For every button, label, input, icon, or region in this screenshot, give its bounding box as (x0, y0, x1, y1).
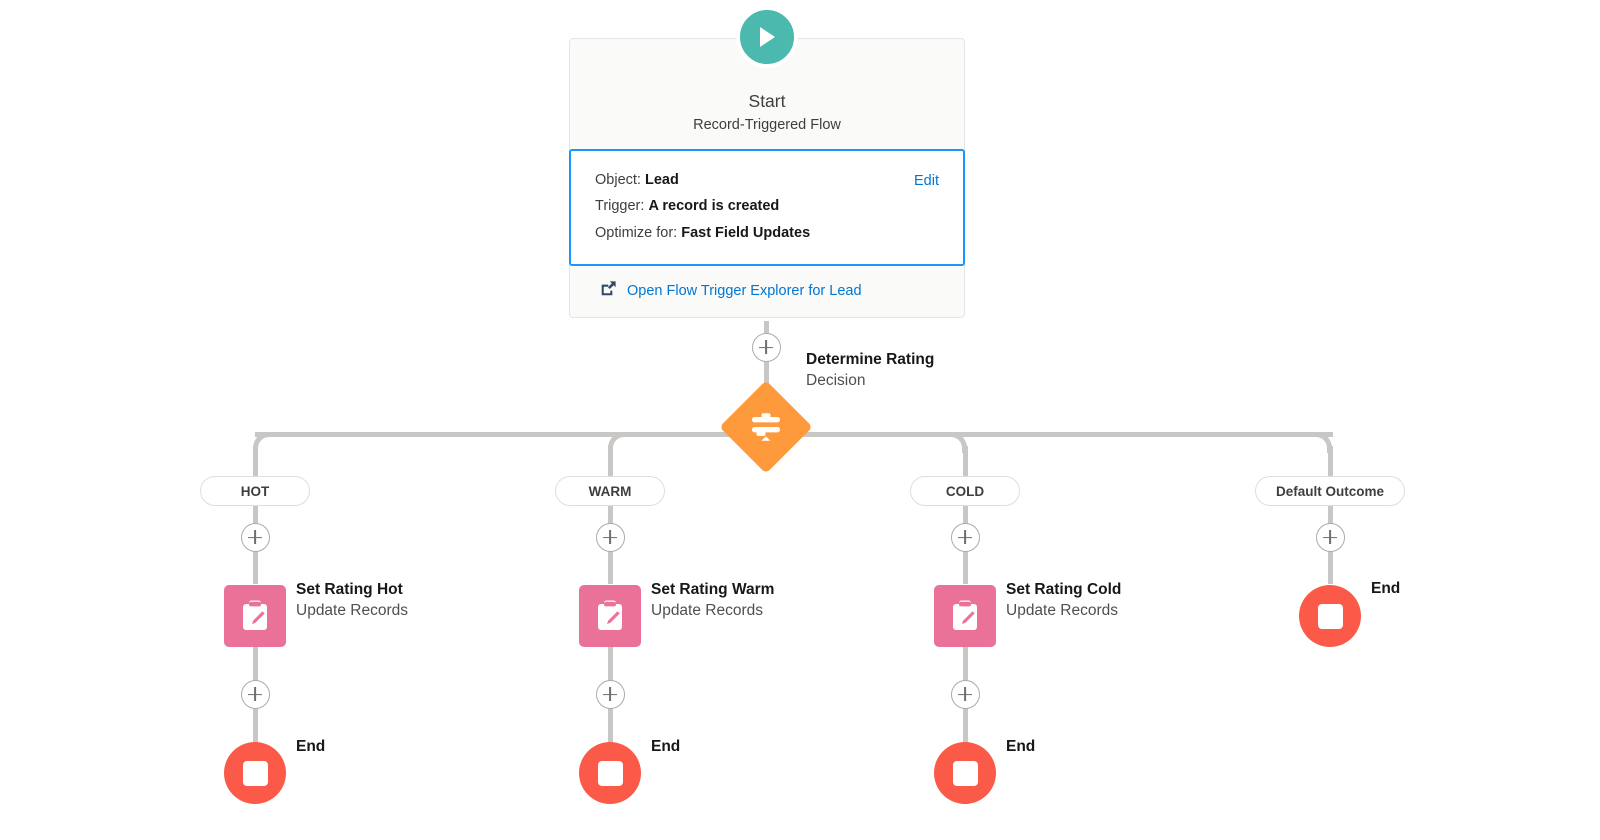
play-icon (736, 6, 798, 68)
branch-elbow-hot (252, 432, 274, 453)
connector-default-to-pill (1327, 446, 1333, 478)
outcome-pill-warm[interactable]: WARM (555, 476, 665, 506)
start-title: Start (748, 91, 786, 111)
branch-elbow-warm (607, 432, 629, 453)
end-node-default[interactable] (1299, 585, 1361, 647)
decision-node-determine-rating[interactable] (719, 380, 813, 474)
stop-icon (1317, 603, 1343, 629)
branch-bus-left (255, 432, 767, 437)
connector-hot-to-pill (252, 446, 258, 478)
edit-link[interactable]: Edit (914, 172, 939, 189)
add-element-button-default[interactable] (1315, 523, 1345, 552)
end-node-warm[interactable] (579, 742, 641, 804)
start-detail-trigger-label: Trigger: (595, 198, 645, 215)
end-node-cold[interactable] (934, 742, 996, 804)
decision-node-label: Determine Rating Decision (806, 350, 934, 392)
start-detail-optimize: Optimize for: Fast Field Updates (595, 220, 939, 247)
start-detail-optimize-label: Optimize for: (595, 224, 678, 241)
end-label-hot: End (296, 738, 326, 755)
external-link-icon (600, 280, 617, 302)
start-detail-trigger: Trigger: A record is created (595, 193, 939, 220)
start-node-card[interactable]: Start Record-Triggered Flow Edit Object:… (569, 6, 965, 319)
start-detail-object-label: Object: (595, 171, 641, 188)
outcome-pill-hot[interactable]: HOT (200, 476, 310, 506)
connector-cold-to-pill (962, 446, 968, 478)
outcome-pill-default[interactable]: Default Outcome (1255, 476, 1405, 506)
end-label-cold: End (1006, 738, 1036, 755)
outcome-pill-cold[interactable]: COLD (910, 476, 1020, 506)
branch-elbow-default (1311, 432, 1332, 453)
decision-filter-icon (752, 413, 780, 441)
update-records-node-set-rating-cold[interactable] (934, 585, 996, 647)
element-type-hot: Update Records (296, 601, 409, 619)
branch-bus-right (765, 432, 1333, 437)
start-subtitle: Record-Triggered Flow (693, 116, 841, 133)
element-name-cold: Set Rating Cold (1006, 581, 1122, 598)
start-detail-object-value: Lead (644, 171, 679, 188)
update-records-node-set-rating-warm[interactable] (579, 585, 641, 647)
decision-node-type: Decision (806, 371, 866, 389)
update-records-icon (598, 600, 622, 630)
add-element-button-cold-end[interactable] (950, 680, 980, 709)
end-label-default: End (1371, 580, 1401, 597)
element-type-warm: Update Records (651, 601, 764, 619)
stop-icon (597, 760, 623, 786)
start-footer[interactable]: Open Flow Trigger Explorer for Lead (570, 266, 964, 317)
update-records-label-hot: Set Rating Hot Update Records (296, 580, 408, 622)
element-name-warm: Set Rating Warm (651, 581, 775, 598)
update-records-label-cold: Set Rating Cold Update Records (1006, 580, 1121, 622)
start-detail-object: Object: Lead (595, 167, 939, 194)
decision-node-name: Determine Rating (806, 351, 935, 368)
stop-icon (242, 760, 268, 786)
end-label-warm: End (651, 738, 681, 755)
start-detail-optimize-value: Fast Field Updates (681, 224, 811, 241)
element-type-cold: Update Records (1006, 601, 1119, 619)
add-element-button-warm[interactable] (595, 523, 625, 552)
add-element-button-warm-end[interactable] (595, 680, 625, 709)
update-records-node-set-rating-hot[interactable] (224, 585, 286, 647)
branch-elbow-cold (946, 432, 967, 453)
open-flow-trigger-explorer-link[interactable]: Open Flow Trigger Explorer for Lead (627, 283, 862, 300)
element-name-hot: Set Rating Hot (296, 581, 403, 598)
stop-icon (952, 760, 978, 786)
update-records-label-warm: Set Rating Warm Update Records (651, 580, 774, 622)
start-header: Start Record-Triggered Flow (570, 39, 964, 149)
add-element-button-cold[interactable] (950, 523, 980, 552)
add-element-button-start[interactable] (751, 333, 781, 362)
add-element-button-hot[interactable] (240, 523, 270, 552)
connector-warm-to-pill (607, 446, 613, 478)
add-element-button-hot-end[interactable] (240, 680, 270, 709)
update-records-icon (243, 600, 267, 630)
start-configuration-panel[interactable]: Edit Object: Lead Trigger: A record is c… (569, 148, 965, 267)
start-detail-trigger-value: A record is created (648, 198, 780, 215)
update-records-icon (953, 600, 977, 630)
end-node-hot[interactable] (224, 742, 286, 804)
